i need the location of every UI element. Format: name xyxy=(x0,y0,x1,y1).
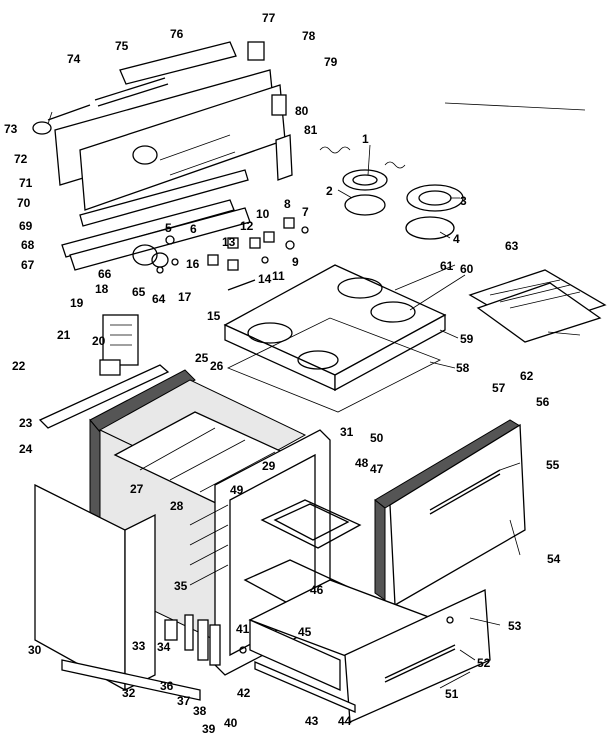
part-label-66: 66 xyxy=(98,267,112,281)
part-label-50: 50 xyxy=(370,431,384,445)
part-label-23: 23 xyxy=(19,416,33,430)
part-label-38: 38 xyxy=(193,704,207,718)
reference-line xyxy=(444,102,586,111)
part-label-70: 70 xyxy=(17,196,31,210)
part-label-12: 12 xyxy=(240,219,254,233)
part-label-73: 73 xyxy=(4,122,18,136)
part-label-47: 47 xyxy=(370,462,384,476)
part-label-37: 37 xyxy=(177,694,191,708)
broiler-pan xyxy=(468,269,607,343)
part-label-54: 54 xyxy=(547,552,561,566)
part-label-40: 40 xyxy=(224,716,238,730)
side-panel xyxy=(34,483,201,701)
part-label-22: 22 xyxy=(12,359,26,373)
part-label-49: 49 xyxy=(230,483,244,497)
part-label-62: 62 xyxy=(520,369,534,383)
part-label-72: 72 xyxy=(14,152,28,166)
part-label-29: 29 xyxy=(262,459,276,473)
part-label-5: 5 xyxy=(165,221,172,235)
part-label-55: 55 xyxy=(546,458,560,472)
part-label-69: 69 xyxy=(19,219,33,233)
part-label-43: 43 xyxy=(305,714,319,728)
part-label-14: 14 xyxy=(258,272,272,286)
part-label-68: 68 xyxy=(21,238,35,252)
part-label-46: 46 xyxy=(310,583,324,597)
part-label-41: 41 xyxy=(236,622,250,636)
part-label-36: 36 xyxy=(160,679,174,693)
part-label-35: 35 xyxy=(174,579,188,593)
part-label-6: 6 xyxy=(190,222,197,236)
part-label-78: 78 xyxy=(302,29,316,43)
cooktop xyxy=(223,264,447,413)
part-label-67: 67 xyxy=(21,258,35,272)
storage-drawer xyxy=(248,579,491,723)
part-label-58: 58 xyxy=(456,361,470,375)
part-label-39: 39 xyxy=(202,722,216,736)
part-label-18: 18 xyxy=(95,282,109,296)
part-label-56: 56 xyxy=(536,395,550,409)
part-label-59: 59 xyxy=(460,332,474,346)
part-label-24: 24 xyxy=(19,442,33,456)
part-label-1: 1 xyxy=(362,132,369,146)
part-label-28: 28 xyxy=(170,499,184,513)
part-label-81: 81 xyxy=(304,123,318,137)
part-label-48: 48 xyxy=(355,456,369,470)
part-label-79: 79 xyxy=(324,55,338,69)
part-label-13: 13 xyxy=(222,235,236,249)
part-label-11: 11 xyxy=(272,269,285,283)
part-label-33: 33 xyxy=(132,639,146,653)
part-label-61: 61 xyxy=(440,259,454,273)
surface-elements xyxy=(319,146,464,240)
part-label-31: 31 xyxy=(340,425,354,439)
part-label-21: 21 xyxy=(57,328,71,342)
part-label-44: 44 xyxy=(338,714,352,728)
part-label-75: 75 xyxy=(115,39,129,53)
part-label-71: 71 xyxy=(19,176,33,190)
part-label-9: 9 xyxy=(292,255,299,269)
controls-group xyxy=(132,217,309,291)
part-label-30: 30 xyxy=(28,643,42,657)
part-label-34: 34 xyxy=(157,640,171,654)
part-label-2: 2 xyxy=(326,184,333,198)
part-label-52: 52 xyxy=(477,656,491,670)
part-label-8: 8 xyxy=(284,197,291,211)
lower-controls xyxy=(164,614,247,666)
part-label-45: 45 xyxy=(298,625,312,639)
part-label-17: 17 xyxy=(178,290,192,304)
part-label-53: 53 xyxy=(508,619,522,633)
part-label-42: 42 xyxy=(237,686,251,700)
part-label-20: 20 xyxy=(92,334,106,348)
part-label-25: 25 xyxy=(195,351,209,365)
part-label-16: 16 xyxy=(186,257,200,271)
part-label-77: 77 xyxy=(262,11,276,25)
part-label-15: 15 xyxy=(207,309,221,323)
part-label-3: 3 xyxy=(460,194,467,208)
part-label-63: 63 xyxy=(505,239,519,253)
part-label-19: 19 xyxy=(70,296,84,310)
part-label-57: 57 xyxy=(492,381,506,395)
part-label-4: 4 xyxy=(453,232,460,246)
part-label-10: 10 xyxy=(256,207,270,221)
part-label-76: 76 xyxy=(170,27,184,41)
part-label-27: 27 xyxy=(130,482,144,496)
part-label-60: 60 xyxy=(460,262,474,276)
part-label-26: 26 xyxy=(210,359,224,373)
oven-door xyxy=(374,419,526,607)
leader-lines xyxy=(47,111,581,689)
part-label-7: 7 xyxy=(302,205,309,219)
part-label-65: 65 xyxy=(132,285,146,299)
part-label-74: 74 xyxy=(67,52,81,66)
part-label-64: 64 xyxy=(152,292,166,306)
part-label-51: 51 xyxy=(445,687,459,701)
part-label-32: 32 xyxy=(122,686,136,700)
part-number-labels: 1 2 3 4 5 6 7 8 9 10 11 12 13 14 15 16 1… xyxy=(4,11,561,736)
control-panel-assembly xyxy=(32,41,293,271)
part-label-80: 80 xyxy=(295,104,309,118)
